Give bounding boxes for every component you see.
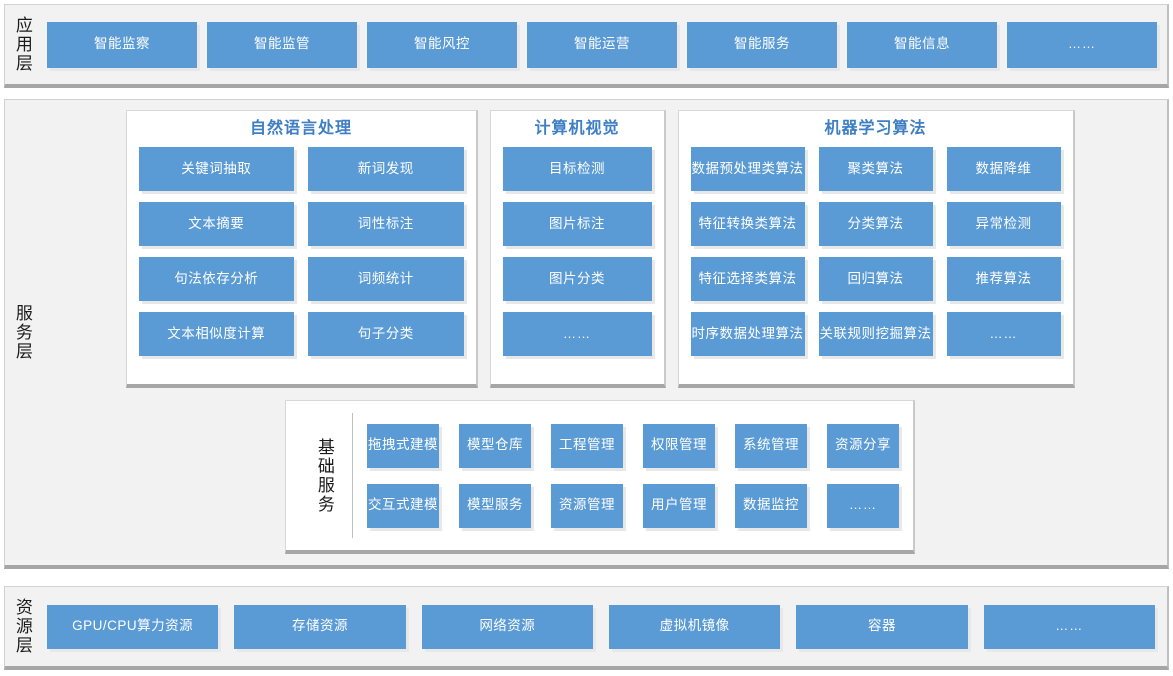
nlp-box-new-word-discovery[interactable]: 新词发现 bbox=[308, 147, 464, 191]
resource-box-container[interactable]: 容器 bbox=[796, 604, 968, 649]
cv-box-object-detection[interactable]: 目标检测 bbox=[502, 147, 652, 191]
basic-services-grid: 拖拽式建模 模型仓库 工程管理 权限管理 系统管理 资源分享 交互式建模 模型服… bbox=[367, 413, 899, 538]
basic-box-project-management[interactable]: 工程管理 bbox=[551, 423, 623, 468]
ml-box-clustering[interactable]: 聚类算法 bbox=[818, 147, 933, 191]
ml-box-recommendation[interactable]: 推荐算法 bbox=[946, 257, 1061, 301]
resource-box-storage[interactable]: 存储资源 bbox=[234, 604, 406, 649]
ml-box-more[interactable]: …… bbox=[946, 312, 1061, 356]
app-box-intelligent-information[interactable]: 智能信息 bbox=[847, 21, 997, 68]
cv-box-more[interactable]: …… bbox=[502, 312, 652, 356]
nlp-box-keyword-extraction[interactable]: 关键词抽取 bbox=[138, 147, 294, 191]
resource-box-more[interactable]: …… bbox=[983, 604, 1155, 649]
nlp-box-text-similarity[interactable]: 文本相似度计算 bbox=[138, 312, 294, 356]
basic-box-resource-sharing[interactable]: 资源分享 bbox=[827, 423, 899, 468]
ml-box-association-rule-mining[interactable]: 关联规则挖掘算法 bbox=[818, 312, 933, 356]
cv-panel-title: 计算机视觉 bbox=[534, 120, 620, 137]
ml-box-feature-transformation[interactable]: 特征转换类算法 bbox=[690, 202, 805, 246]
basic-box-permission-management[interactable]: 权限管理 bbox=[643, 423, 715, 468]
ml-box-regression[interactable]: 回归算法 bbox=[818, 257, 933, 301]
ml-box-dimensionality-reduction[interactable]: 数据降维 bbox=[946, 147, 1061, 191]
cv-item-grid: 目标检测 图片标注 图片分类 …… bbox=[502, 147, 652, 356]
basic-box-resource-management[interactable]: 资源管理 bbox=[551, 483, 623, 528]
resource-layer: 资源层 GPU/CPU算力资源 存储资源 网络资源 虚拟机镜像 容器 …… bbox=[4, 586, 1169, 670]
algorithm-panels-row: 自然语言处理 关键词抽取 新词发现 文本摘要 词性标注 句法依存分析 词频统计 … bbox=[125, 110, 1075, 388]
machine-learning-panel: 机器学习算法 数据预处理类算法 聚类算法 数据降维 特征转换类算法 分类算法 异… bbox=[677, 110, 1075, 388]
app-box-intelligent-risk-control[interactable]: 智能风控 bbox=[367, 21, 517, 68]
nlp-panel: 自然语言处理 关键词抽取 新词发现 文本摘要 词性标注 句法依存分析 词频统计 … bbox=[125, 110, 478, 388]
application-layer-items: 智能监察 智能监管 智能风控 智能运营 智能服务 智能信息 …… bbox=[39, 5, 1167, 84]
app-box-more[interactable]: …… bbox=[1007, 21, 1157, 68]
cv-box-image-annotation[interactable]: 图片标注 bbox=[502, 202, 652, 246]
nlp-box-pos-tagging[interactable]: 词性标注 bbox=[308, 202, 464, 246]
basic-box-model-repository[interactable]: 模型仓库 bbox=[459, 423, 531, 468]
nlp-box-sentence-classification[interactable]: 句子分类 bbox=[308, 312, 464, 356]
computer-vision-panel: 计算机视觉 目标检测 图片标注 图片分类 …… bbox=[489, 110, 666, 388]
resource-layer-items: GPU/CPU算力资源 存储资源 网络资源 虚拟机镜像 容器 …… bbox=[39, 587, 1167, 666]
basic-box-system-management[interactable]: 系统管理 bbox=[735, 423, 807, 468]
resource-box-network[interactable]: 网络资源 bbox=[421, 604, 593, 649]
ml-box-time-series[interactable]: 时序数据处理算法 bbox=[690, 312, 805, 356]
ml-box-data-preprocessing[interactable]: 数据预处理类算法 bbox=[690, 147, 805, 191]
service-layer-label: 服务层 bbox=[12, 304, 32, 361]
resource-box-gpu-cpu-compute[interactable]: GPU/CPU算力资源 bbox=[47, 604, 219, 649]
ml-box-classification[interactable]: 分类算法 bbox=[818, 202, 933, 246]
nlp-box-word-frequency[interactable]: 词频统计 bbox=[308, 257, 464, 301]
ml-box-feature-selection[interactable]: 特征选择类算法 bbox=[690, 257, 805, 301]
app-box-intelligent-operations[interactable]: 智能运营 bbox=[527, 21, 677, 68]
nlp-panel-title: 自然语言处理 bbox=[249, 120, 352, 137]
resource-layer-label: 资源层 bbox=[12, 598, 32, 655]
basic-box-model-service[interactable]: 模型服务 bbox=[459, 483, 531, 528]
ml-item-grid: 数据预处理类算法 聚类算法 数据降维 特征转换类算法 分类算法 异常检测 特征选… bbox=[690, 147, 1061, 356]
service-layer-body: 自然语言处理 关键词抽取 新词发现 文本摘要 词性标注 句法依存分析 词频统计 … bbox=[39, 100, 1167, 565]
basic-box-more[interactable]: …… bbox=[827, 483, 899, 528]
basic-services-label: 基础服务 bbox=[296, 413, 353, 538]
app-box-intelligent-supervision[interactable]: 智能监管 bbox=[207, 21, 357, 68]
app-box-intelligent-service[interactable]: 智能服务 bbox=[687, 21, 837, 68]
cv-box-image-classification[interactable]: 图片分类 bbox=[502, 257, 652, 301]
application-layer: 应用层 智能监察 智能监管 智能风控 智能运营 智能服务 智能信息 …… bbox=[4, 4, 1169, 88]
basic-box-interactive-modeling[interactable]: 交互式建模 bbox=[367, 483, 439, 528]
service-layer: 服务层 自然语言处理 关键词抽取 新词发现 文本摘要 词性标注 句法依存分析 词… bbox=[4, 99, 1169, 569]
basic-services-panel: 基础服务 拖拽式建模 模型仓库 工程管理 权限管理 系统管理 资源分享 交互式建… bbox=[285, 400, 915, 554]
nlp-box-dependency-parsing[interactable]: 句法依存分析 bbox=[138, 257, 294, 301]
nlp-item-grid: 关键词抽取 新词发现 文本摘要 词性标注 句法依存分析 词频统计 文本相似度计算… bbox=[138, 147, 464, 356]
nlp-box-text-summarization[interactable]: 文本摘要 bbox=[138, 202, 294, 246]
basic-box-drag-drop-modeling[interactable]: 拖拽式建模 bbox=[367, 423, 439, 468]
resource-box-vm-image[interactable]: 虚拟机镜像 bbox=[608, 604, 781, 649]
ml-box-anomaly-detection[interactable]: 异常检测 bbox=[946, 202, 1061, 246]
app-box-intelligent-inspection[interactable]: 智能监察 bbox=[47, 21, 197, 68]
basic-box-user-management[interactable]: 用户管理 bbox=[643, 483, 715, 528]
application-layer-label: 应用层 bbox=[12, 16, 32, 73]
ml-panel-title: 机器学习算法 bbox=[824, 120, 927, 137]
basic-box-data-monitoring[interactable]: 数据监控 bbox=[735, 483, 807, 528]
